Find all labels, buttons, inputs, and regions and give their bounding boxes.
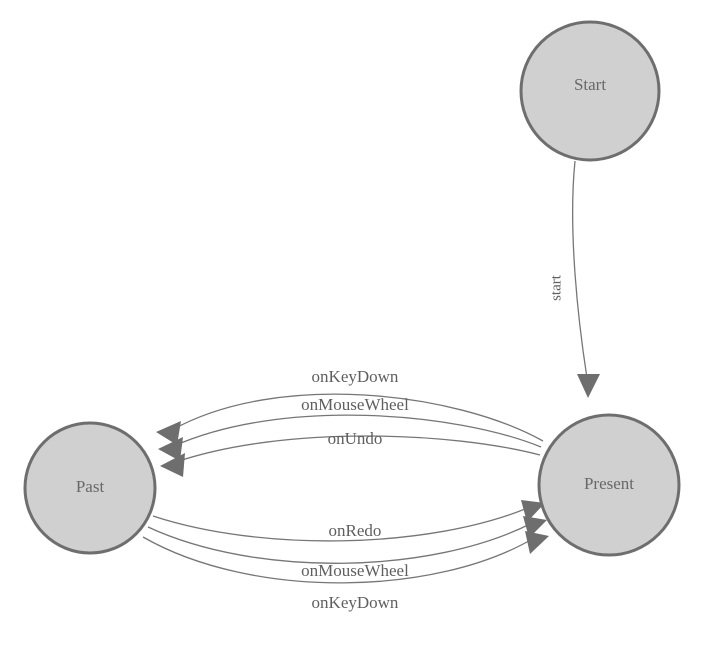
- edge-start[interactable]: start: [548, 160, 600, 398]
- edge-keydown-down-label: onKeyDown: [312, 593, 399, 612]
- edge-redo-label: onRedo: [329, 521, 382, 540]
- edge-keydown-up-path: [171, 393, 544, 442]
- edge-keydown-up-arrowhead: [156, 421, 181, 445]
- edge-mousewheel-down-path: [147, 522, 533, 564]
- edge-keydown-down-path: [142, 536, 535, 584]
- edge-mousewheel-up[interactable]: onMouseWheel: [158, 395, 542, 461]
- node-start-circle: [519, 20, 661, 162]
- edge-undo[interactable]: onUndo: [160, 429, 541, 477]
- node-past[interactable]: Past: [23, 421, 157, 555]
- node-past-circle: [23, 421, 157, 555]
- node-start-label: Start: [574, 75, 606, 94]
- edge-undo-path: [175, 435, 541, 463]
- node-present[interactable]: Present: [537, 413, 681, 557]
- edge-mousewheel-up-label: onMouseWheel: [301, 395, 409, 414]
- edge-mousewheel-down-label: onMouseWheel: [301, 561, 409, 580]
- edge-mousewheel-up-path: [173, 414, 542, 448]
- edge-keydown-down[interactable]: onKeyDown: [142, 531, 549, 612]
- edge-mousewheel-up-arrowhead: [158, 437, 183, 461]
- edge-keydown-up-label: onKeyDown: [312, 367, 399, 386]
- node-present-label: Present: [584, 474, 634, 493]
- edge-start-arrowhead: [577, 374, 600, 398]
- edge-redo[interactable]: onRedo: [152, 500, 545, 542]
- edge-start-label: start: [548, 274, 564, 301]
- edge-keydown-up[interactable]: onKeyDown: [156, 367, 544, 445]
- edge-redo-path: [152, 506, 531, 542]
- edge-redo-arrowhead: [521, 500, 545, 522]
- node-start[interactable]: Start: [519, 20, 661, 162]
- edge-undo-arrowhead: [160, 453, 185, 477]
- node-past-label: Past: [76, 477, 105, 496]
- edge-start-path: [572, 160, 588, 379]
- edge-keydown-down-arrowhead: [525, 531, 549, 554]
- edge-undo-label: onUndo: [328, 429, 383, 448]
- node-present-circle: [537, 413, 681, 557]
